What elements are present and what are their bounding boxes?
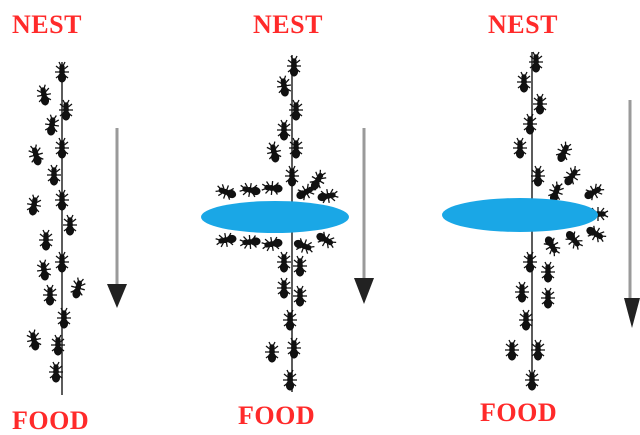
ant-icon	[213, 181, 239, 203]
obstacle-2	[201, 201, 349, 233]
ant-icon	[288, 137, 304, 159]
ant-icon	[524, 369, 540, 391]
ant-icon	[26, 142, 47, 168]
ant-icon	[530, 165, 546, 187]
ant-icon	[35, 258, 53, 282]
ant-icon	[561, 227, 587, 253]
arrowhead-icon	[624, 298, 640, 328]
ant-icon	[522, 113, 538, 135]
ant-icon	[54, 137, 70, 159]
food-label-3: FOOD	[480, 398, 558, 427]
ant-icon	[276, 119, 292, 141]
panel-1	[24, 61, 127, 395]
ant-icon	[540, 261, 556, 283]
nest-label-3: NEST	[488, 10, 558, 39]
ant-icon	[42, 284, 58, 306]
ant-icon	[284, 165, 300, 187]
ant-icon	[518, 309, 534, 331]
obstacle-3	[442, 198, 598, 232]
ant-icon	[288, 99, 304, 121]
ant-icon	[264, 140, 284, 164]
ant-icon	[34, 83, 54, 107]
ant-icon	[24, 193, 44, 217]
panel-3	[442, 51, 640, 391]
ant-icon	[316, 186, 340, 206]
ant-icon	[514, 281, 530, 303]
ant-icon	[54, 61, 70, 83]
ant-icon	[43, 113, 61, 137]
ant-icon	[522, 251, 538, 273]
ant-icon	[516, 71, 532, 93]
ant-icon	[50, 334, 66, 356]
ant-icon	[581, 180, 607, 204]
ant-icon	[214, 230, 238, 250]
ant-icon	[530, 339, 546, 361]
ant-icon	[46, 164, 62, 186]
food-label-2: FOOD	[238, 401, 316, 430]
nest-label-2: NEST	[253, 10, 323, 39]
ant-icon	[540, 287, 556, 309]
ant-icon	[292, 255, 308, 277]
arrowhead-icon	[107, 284, 127, 308]
ant-icon	[532, 93, 548, 115]
ant-icon	[504, 339, 520, 361]
ant-icon	[282, 309, 298, 331]
ant-icon	[275, 74, 293, 98]
ant-icon	[291, 235, 317, 257]
ant-icon	[512, 137, 528, 159]
ant-icon	[38, 229, 54, 251]
ant-icon	[276, 251, 292, 273]
ant-icon	[583, 222, 609, 246]
ant-icon	[276, 277, 292, 299]
nest-label-1: NEST	[12, 10, 82, 39]
ant-icon	[313, 228, 339, 252]
ant-icon	[54, 251, 70, 273]
ant-icon	[67, 275, 88, 301]
ant-icon	[48, 361, 64, 383]
ant-icon	[62, 214, 78, 236]
panel-2	[201, 55, 374, 392]
ant-icon	[292, 285, 308, 307]
ant-icon	[282, 369, 298, 391]
ant-group-1	[24, 61, 88, 383]
ant-icon	[540, 233, 564, 259]
ant-icon	[54, 189, 70, 211]
ant-icon	[559, 163, 585, 189]
ant-icon	[238, 180, 262, 200]
ant-icon	[260, 234, 284, 254]
ant-icon	[56, 307, 72, 329]
arrowhead-icon	[354, 278, 374, 304]
ant-icon	[528, 51, 544, 73]
ant-icon	[260, 179, 284, 197]
ant-icon	[286, 55, 302, 77]
ant-icon	[264, 341, 280, 363]
ant-icon	[552, 139, 576, 165]
ant-icon	[286, 337, 302, 359]
ant-icon	[24, 328, 44, 352]
food-label-1: FOOD	[12, 406, 90, 435]
ant-icon	[58, 99, 74, 121]
ant-icon	[238, 233, 262, 251]
